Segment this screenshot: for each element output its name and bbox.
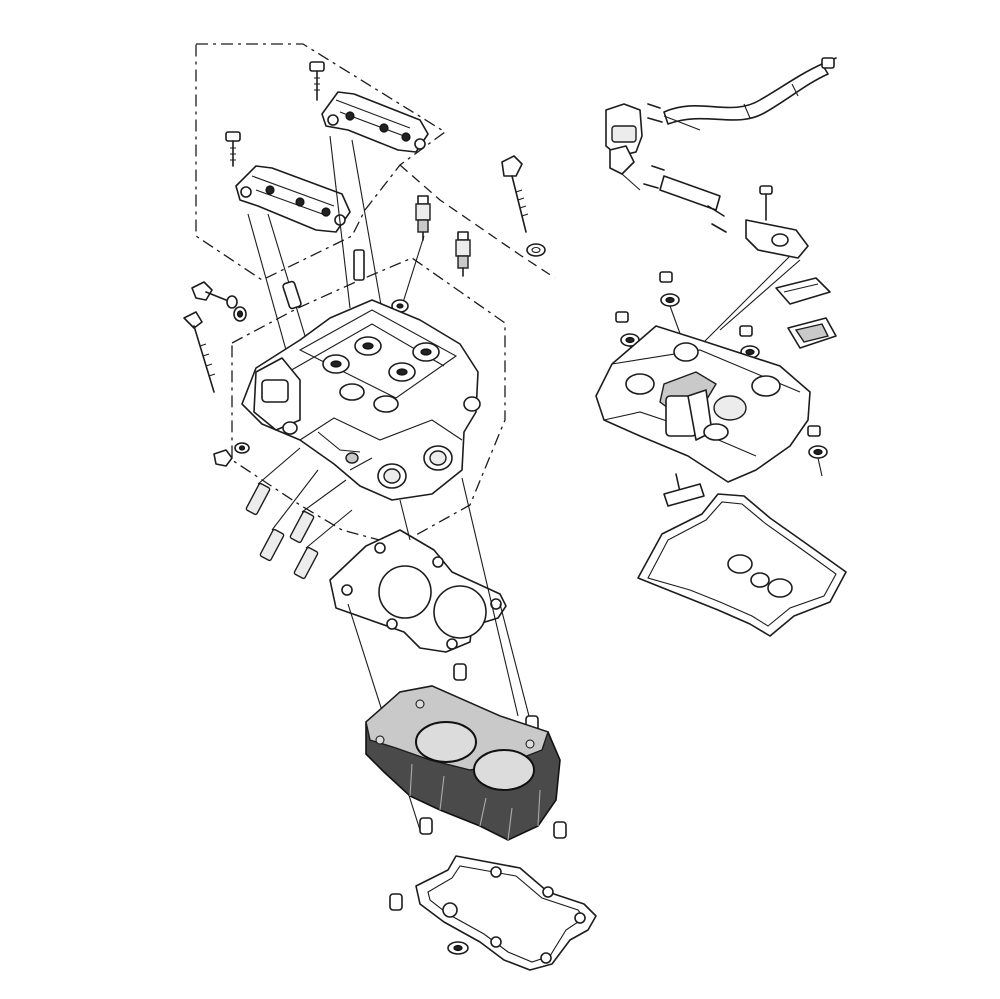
camshaft-holder-bolt-lower — [225, 131, 241, 167]
cylinder-head — [241, 299, 481, 501]
cylinder-block — [365, 685, 561, 841]
spark-plug-2 — [455, 231, 471, 277]
side-bolt-with-washer — [191, 281, 247, 322]
cylinder-base-gasket — [415, 855, 597, 971]
head-small-fittings — [213, 442, 250, 467]
camshaft-holder-dashed-outline — [195, 43, 447, 281]
head-studs — [245, 447, 353, 580]
head-long-bolt — [501, 155, 546, 257]
camshaft-holder-upper — [321, 91, 429, 153]
spark-plug-1 — [415, 195, 431, 241]
cylinder-head-cover — [595, 325, 811, 507]
cover-bolts-with-grommets — [615, 271, 828, 459]
breather-hose-assembly — [605, 57, 837, 259]
reed-valve-plates — [775, 277, 837, 349]
cylinder-head-dashed-outline — [231, 164, 556, 546]
valve-guide-pins — [282, 249, 409, 313]
cover-gasket — [637, 493, 847, 637]
camshaft-holder-lower — [235, 165, 351, 233]
head-gasket — [329, 529, 507, 653]
camshaft-holder-bolt-upper — [309, 61, 325, 101]
side-long-bolt — [183, 311, 216, 393]
